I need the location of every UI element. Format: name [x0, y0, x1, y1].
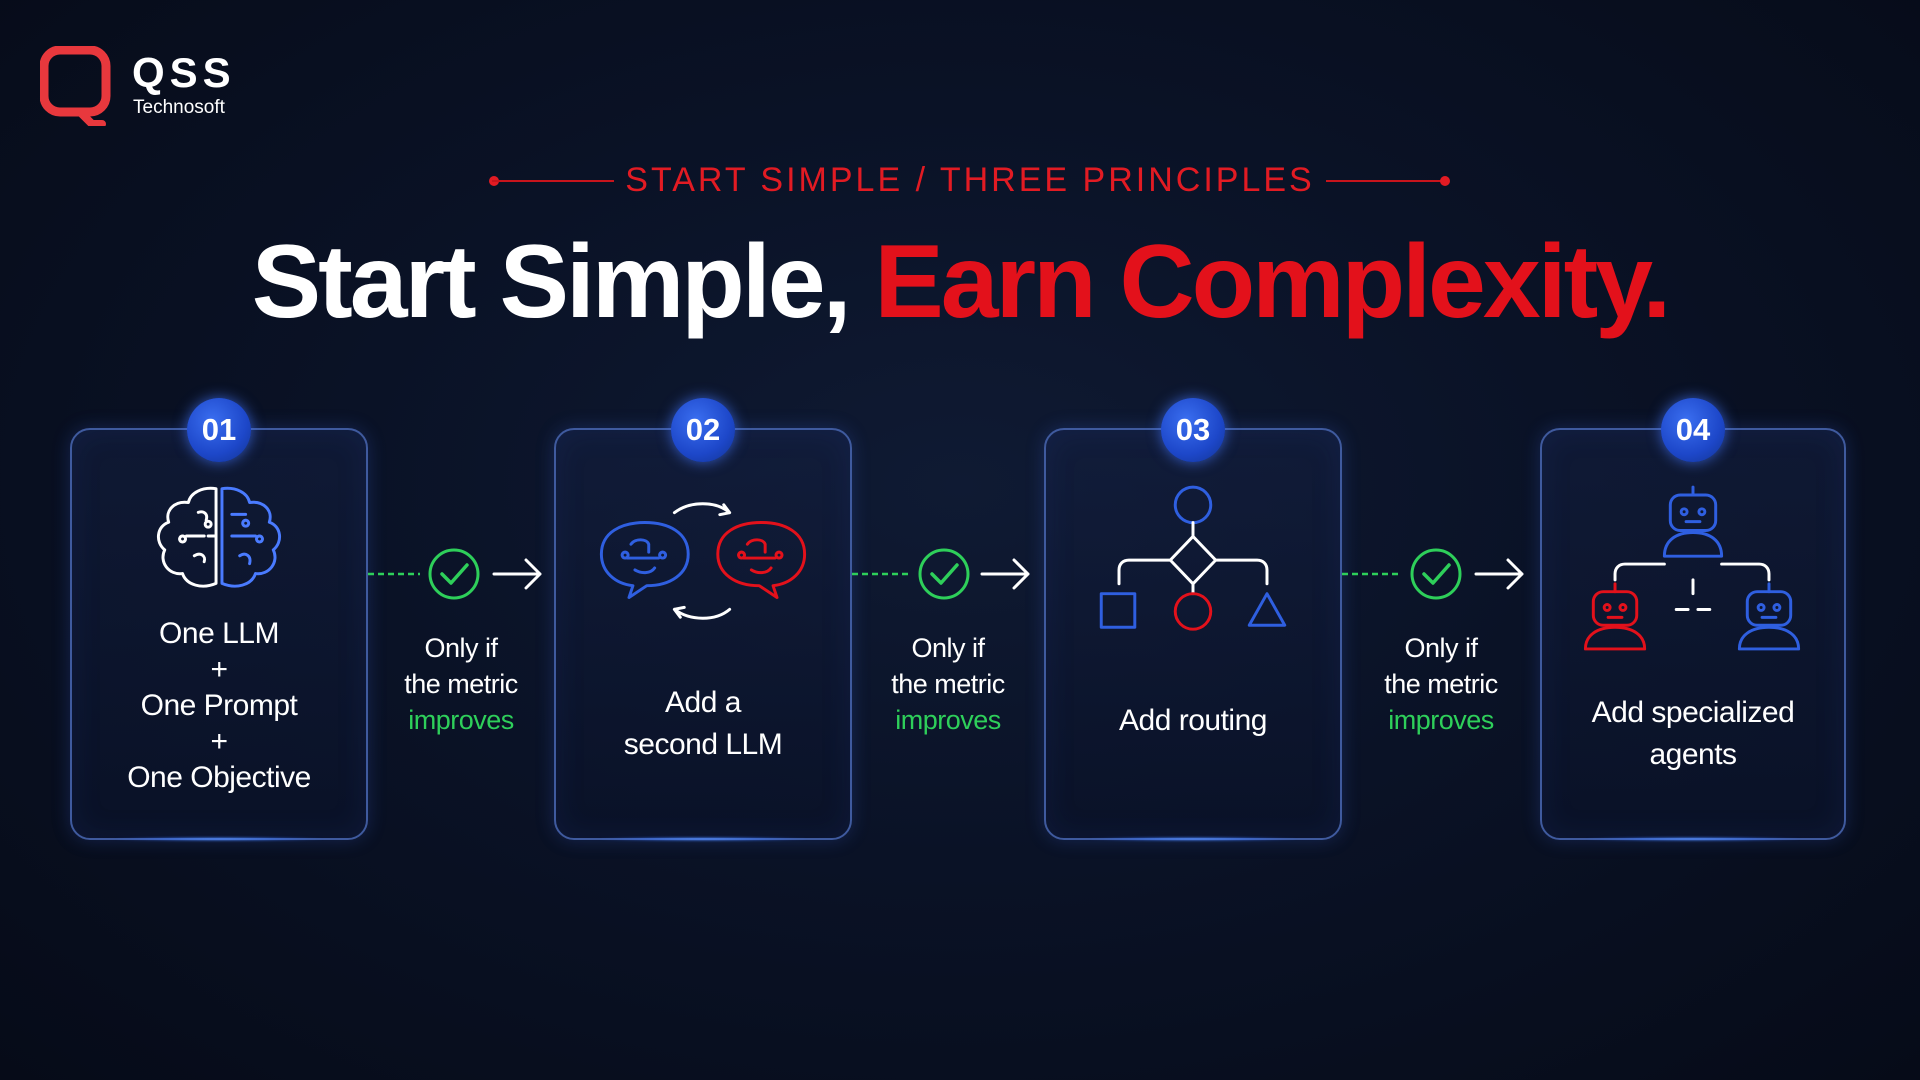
step-text-3: Add routing — [1046, 700, 1340, 742]
connector-2: Only if the metric improves — [852, 540, 1044, 750]
step-1-line-2: + — [210, 653, 228, 686]
check-circle-icon — [368, 548, 542, 600]
eyebrow-row: START SIMPLE / THREE PRINCIPLES — [0, 158, 1920, 202]
logo-subtitle: Technosoft — [133, 97, 225, 118]
title-part-white: Start Simple — [251, 224, 826, 340]
connector-2-line-3: improves — [895, 705, 1001, 735]
connector-1-line-1: Only if — [424, 633, 498, 663]
step-card-4: 04 — [1540, 398, 1846, 840]
eyebrow-text: START SIMPLE / THREE PRINCIPLES — [625, 161, 1315, 199]
step-text-1: One LLM + One Prompt + One Objective — [72, 616, 366, 796]
logo-name: QSS — [132, 49, 236, 96]
step-text-2: Add a second LLM — [556, 682, 850, 766]
step-1-line-5: One Objective — [127, 761, 311, 794]
step-text-4: Add specialized agents — [1542, 692, 1844, 776]
step-badge-2: 02 — [671, 398, 735, 462]
step-1-line-4: + — [210, 725, 228, 758]
connector-3: Only if the metric improves — [1342, 540, 1540, 750]
step-card-3: 03 Add routing — [1044, 398, 1342, 840]
eyebrow-line-right — [1326, 180, 1442, 182]
connector-1-line-2: the metric — [404, 669, 518, 699]
connector-3-line-2: the metric — [1384, 669, 1498, 699]
brain-icon — [157, 486, 281, 588]
connector-3-line-1: Only if — [1404, 633, 1478, 663]
step-4-line-2: agents — [1649, 738, 1737, 771]
connector-3-text: Only if the metric improves — [1342, 630, 1540, 738]
connector-2-text: Only if the metric improves — [852, 630, 1044, 738]
title-part-red: Earn Complexity. — [874, 224, 1671, 340]
connector-3-line-3: improves — [1388, 705, 1494, 735]
check-circle-icon — [1342, 548, 1524, 600]
brand-logo: QSS Technosoft — [40, 46, 240, 130]
step-card-2: 02 Add a second LLM — [554, 398, 852, 840]
step-1-line-3: One Prompt — [140, 689, 298, 722]
title-comma: , — [822, 224, 852, 340]
step-badge-1: 01 — [187, 398, 251, 462]
connector-1: Only if the metric improves — [368, 540, 554, 750]
eyebrow-line-left — [492, 180, 614, 182]
step-2-line-2: second LLM — [623, 728, 783, 761]
page-title: Start Simple, Earn Complexity. — [0, 222, 1920, 342]
connector-2-line-1: Only if — [911, 633, 985, 663]
check-circle-icon — [852, 548, 1030, 600]
qss-logo-icon — [40, 46, 111, 126]
eyebrow-dot-right — [1440, 176, 1450, 186]
step-badge-4: 04 — [1661, 398, 1725, 462]
specialized-agents-icon — [1583, 485, 1801, 651]
step-4-line-1: Add specialized — [1591, 696, 1795, 729]
connector-1-line-3: improves — [408, 705, 514, 735]
step-card-1: 01 One LLM + One Prompt + One Objective — [70, 398, 368, 840]
connector-2-line-2: the metric — [891, 669, 1005, 699]
step-badge-3: 03 — [1161, 398, 1225, 462]
connector-1-text: Only if the metric improves — [368, 630, 554, 738]
step-2-line-1: Add a — [665, 686, 741, 719]
step-1-line-1: One LLM — [159, 617, 279, 650]
two-llm-chat-icon — [599, 502, 807, 620]
step-3-line-1: Add routing — [1119, 704, 1267, 737]
routing-flowchart-icon — [1099, 485, 1287, 631]
